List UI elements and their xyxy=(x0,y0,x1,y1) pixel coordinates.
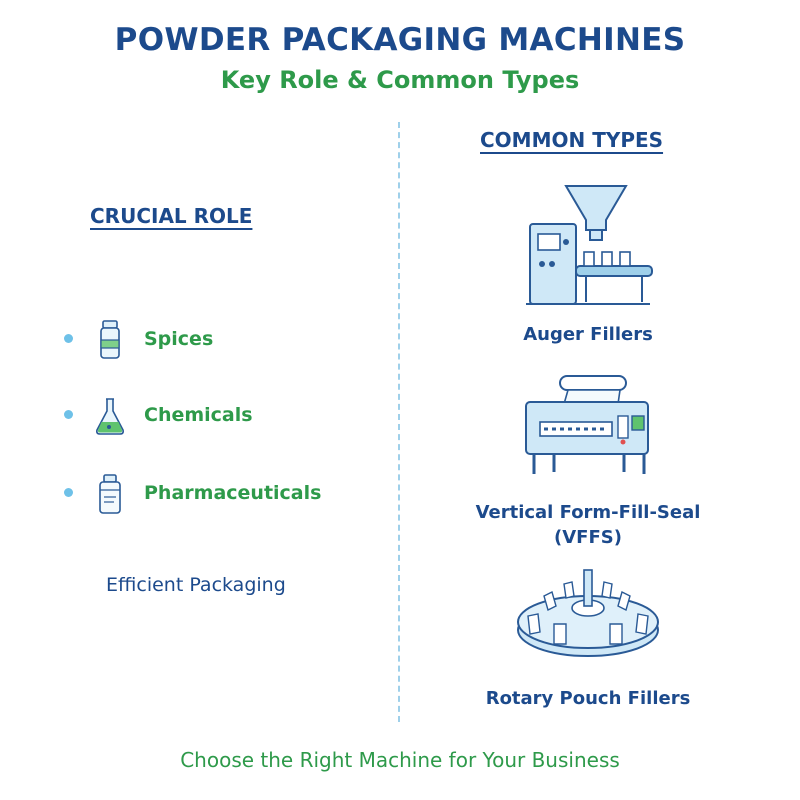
footer-tagline: Choose the Right Machine for Your Busine… xyxy=(180,748,620,772)
list-item-chemicals: Chemicals xyxy=(64,394,364,438)
item-label: Spices xyxy=(144,328,214,350)
item-label: Chemicals xyxy=(144,404,253,426)
auger-filler-icon xyxy=(526,185,653,305)
efficient-packaging-text: Efficient Packaging xyxy=(106,574,286,596)
rotary-pouch-filler-icon xyxy=(517,569,659,657)
spice-jar-icon xyxy=(100,320,120,359)
vffs-machine-icon xyxy=(525,375,649,474)
column-divider xyxy=(398,122,400,722)
bullet-dot xyxy=(64,410,73,419)
list-item-spices: Spices xyxy=(64,318,364,362)
page-title: POWDER PACKAGING MACHINES xyxy=(114,22,686,58)
machine-label-vffs: Vertical Form-Fill-Seal (VFFS) xyxy=(438,500,738,550)
machine-label-vffs-line1: Vertical Form-Fill-Seal xyxy=(475,502,701,523)
machine-label-vffs-line2: (VFFS) xyxy=(554,527,622,548)
bullet-dot xyxy=(64,488,73,497)
machine-label-auger: Auger Fillers xyxy=(523,324,653,345)
machine-label-rotary: Rotary Pouch Fillers xyxy=(485,688,691,709)
flask-icon xyxy=(96,398,124,435)
list-item-pharmaceuticals: Pharmaceuticals xyxy=(64,472,364,516)
item-label: Pharmaceuticals xyxy=(144,482,322,504)
medicine-bottle-icon xyxy=(99,474,121,514)
crucial-role-heading: CRUCIAL ROLE xyxy=(90,204,253,228)
bullet-dot xyxy=(64,334,73,343)
page-subtitle: Key Role & Common Types xyxy=(220,66,580,94)
common-types-heading: COMMON TYPES xyxy=(480,128,664,152)
